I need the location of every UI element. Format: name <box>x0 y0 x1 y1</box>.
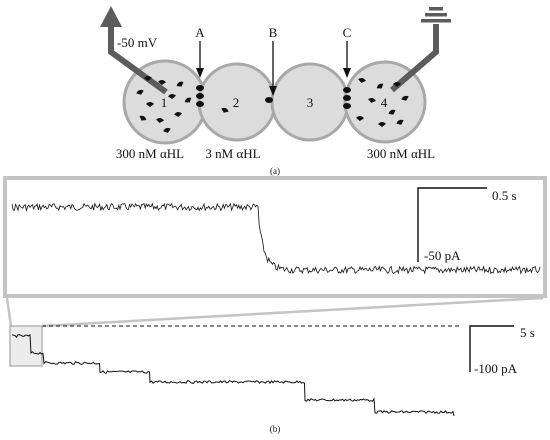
interface-label-b: B <box>269 25 278 40</box>
concentration-label-2: 3 nM αHL <box>205 146 260 161</box>
panel-a: -50 mV A B C 1 2 3 4 300 nM αHL 3 nM αHL… <box>100 6 451 176</box>
pore-icon <box>156 118 164 123</box>
pore-icon <box>174 112 182 117</box>
panel-b: 0.5 s -50 pA 5 s -100 pA (b) <box>3 176 547 434</box>
pore-icon <box>163 127 171 133</box>
interface-pore-icon <box>196 85 204 91</box>
pore-icon <box>158 80 166 85</box>
inset-scale-bar: 0.5 s -50 pA <box>417 187 517 263</box>
pore-icon <box>368 97 376 103</box>
main-current-trace <box>11 333 455 417</box>
pore-group <box>136 76 409 133</box>
concentration-label-4: 300 nM αHL <box>367 146 435 161</box>
zoom-line-right <box>41 296 544 328</box>
main-current-scale: -100 pA <box>474 361 518 376</box>
droplet-number-3: 3 <box>307 95 314 110</box>
pore-icon <box>144 76 152 81</box>
inset-current-scale: -50 pA <box>424 248 461 263</box>
interface-pore-icon <box>343 87 351 93</box>
interface-pore-icon <box>343 95 351 101</box>
zoom-highlight-box <box>9 325 43 367</box>
voltage-label: -50 mV <box>117 35 158 50</box>
caption-b: (b) <box>270 424 281 434</box>
pore-icon <box>401 95 409 101</box>
pore-icon <box>221 107 229 113</box>
pore-icon <box>176 81 184 87</box>
interface-label-c: C <box>343 25 352 40</box>
inset-time-scale: 0.5 s <box>492 188 517 203</box>
pore-icon <box>378 122 386 127</box>
pore-icon <box>146 102 154 107</box>
pore-icon <box>376 83 384 89</box>
pore-icon <box>139 115 147 121</box>
main-scale-bar: 5 s -100 pA <box>469 325 535 376</box>
interface-arrows <box>196 41 351 96</box>
pore-icon <box>184 97 192 103</box>
concentration-label-1: 300 nM αHL <box>116 146 184 161</box>
pore-icon <box>136 89 144 95</box>
interface-label-a: A <box>195 25 205 40</box>
interface-pore-icon <box>196 93 204 99</box>
caption-a: (a) <box>270 166 280 176</box>
main-time-scale: 5 s <box>520 325 535 340</box>
pore-icon <box>168 94 176 99</box>
droplet-number-4: 4 <box>381 95 388 110</box>
interface-pore-icon <box>196 101 204 107</box>
pore-icon <box>388 109 396 115</box>
ground-electrode-icon <box>390 7 451 93</box>
droplet-number-1: 1 <box>161 95 168 110</box>
pore-icon <box>396 119 404 125</box>
interface-pore-icon <box>343 103 351 109</box>
inset-frame <box>3 176 547 298</box>
droplet-number-2: 2 <box>233 95 240 110</box>
inset-current-trace <box>11 202 541 275</box>
pore-icon <box>356 116 364 121</box>
pore-icon <box>358 77 366 83</box>
interface-pore-icon <box>265 97 273 103</box>
pore-icon <box>393 82 401 87</box>
zoom-line-left <box>5 297 13 327</box>
